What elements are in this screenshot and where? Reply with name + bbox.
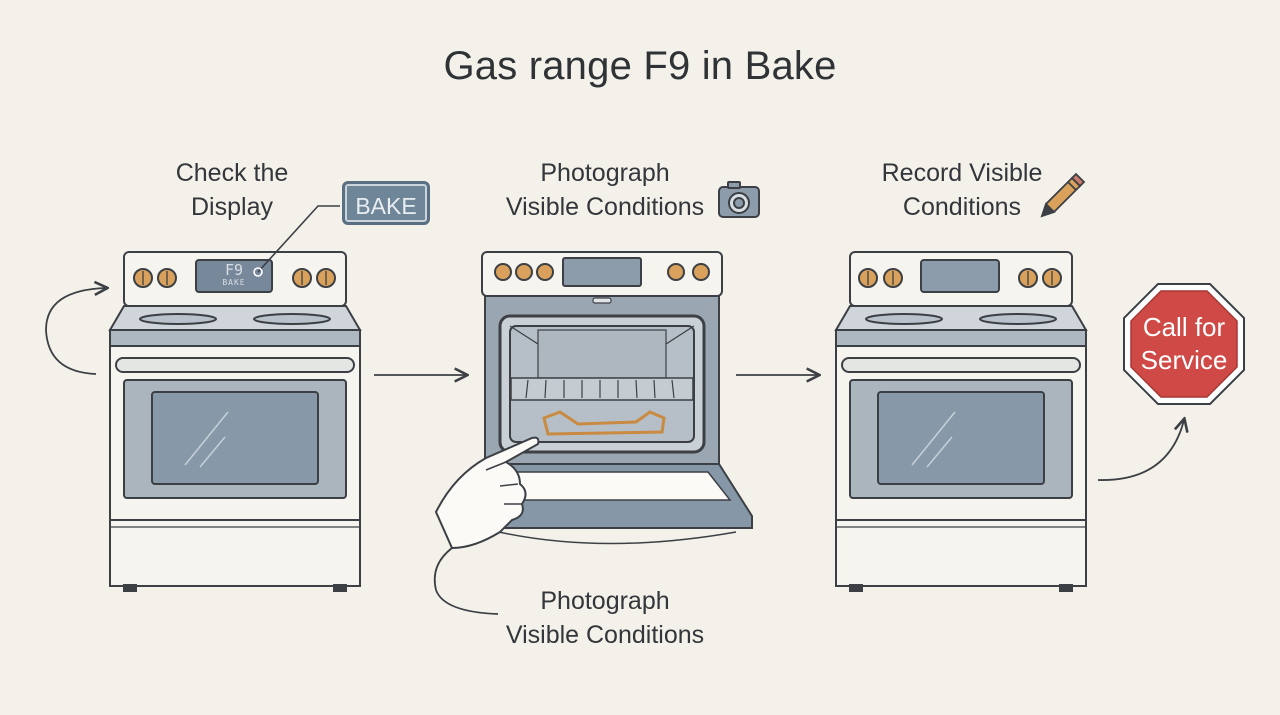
loop-arrow-icon	[45, 288, 106, 375]
display-callout-line	[257, 205, 340, 273]
display-badge: BAKE	[342, 181, 430, 225]
stop-sign-text: Call for Service	[1122, 311, 1246, 377]
camera-icon	[718, 181, 760, 218]
arrow-step3-to-service	[1097, 420, 1184, 481]
step-label-photograph: Photograph Visible Conditions	[480, 156, 730, 224]
range-check-display	[108, 251, 362, 592]
diagram-title: Gas range F9 in Bake	[443, 44, 837, 88]
bottom-line2: Visible Conditions	[505, 621, 705, 649]
range-display-readout: F9 BAKE	[196, 262, 272, 288]
hand-pointing-icon	[433, 436, 540, 615]
step-label-check-display: Check the Display	[132, 156, 332, 224]
step1-line1: Check the	[175, 159, 289, 187]
bottom-label-photograph: Photograph Visible Conditions	[480, 584, 730, 652]
pencil-icon	[1040, 172, 1086, 218]
error-code: F9	[224, 261, 244, 279]
step2-line1: Photograph	[540, 159, 670, 187]
step3-line1: Record Visible	[881, 159, 1043, 187]
step3-line2: Conditions	[902, 193, 1022, 221]
step2-line2: Visible Conditions	[505, 193, 705, 221]
bottom-line1: Photograph	[540, 587, 670, 615]
range-door-open	[481, 251, 753, 545]
stop-line1: Call for	[1142, 312, 1226, 342]
step1-line2: Display	[191, 193, 273, 221]
display-mode: BAKE	[222, 278, 246, 287]
range-record-conditions	[834, 251, 1088, 592]
stop-sign-icon	[1123, 283, 1245, 405]
step-label-record: Record Visible Conditions	[862, 156, 1062, 224]
stop-line2: Service	[1140, 345, 1228, 375]
